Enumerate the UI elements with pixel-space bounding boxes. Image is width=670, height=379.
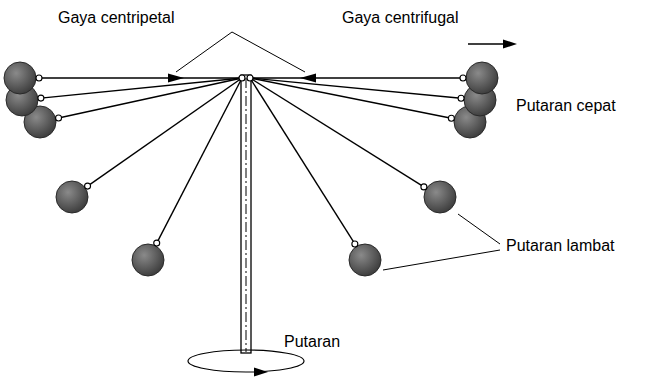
hinge: [56, 115, 62, 121]
arm: [250, 78, 424, 187]
arm: [250, 77, 463, 78]
hinge: [448, 115, 454, 121]
leader-line: [383, 250, 500, 270]
flyweight-ball: [132, 244, 164, 276]
arm: [41, 78, 242, 98]
rotation-label: Putaran: [284, 332, 340, 351]
hinge: [85, 183, 91, 189]
arm: [39, 77, 242, 78]
force-label: Gaya centrifugal: [342, 8, 459, 27]
speed-label: Putaran lambat: [506, 236, 615, 255]
centripetal-arrow: [168, 74, 184, 83]
flyweight-ball: [466, 62, 498, 94]
arm: [250, 78, 355, 244]
hinge: [458, 95, 464, 101]
shaft: [241, 75, 251, 353]
arm: [250, 78, 461, 98]
flyweight-ball: [56, 181, 88, 213]
arm: [250, 78, 451, 118]
hinge: [38, 95, 44, 101]
force-label: Gaya centripetal: [58, 8, 175, 27]
pivot: [247, 75, 253, 81]
pivot: [239, 75, 245, 81]
speed-label: Putaran cepat: [516, 96, 616, 115]
leader-line: [458, 214, 500, 244]
arm: [157, 78, 242, 243]
balls: [4, 62, 498, 276]
hinge: [352, 241, 358, 247]
flyweight-ball: [424, 181, 456, 213]
hinge: [36, 75, 42, 81]
centrifugal-arrowhead: [503, 40, 517, 49]
hinge: [154, 240, 160, 246]
flyweight-ball: [4, 62, 36, 94]
centrifugal-arrow: [468, 43, 505, 44]
arm: [59, 78, 242, 118]
center-line: [246, 78, 247, 352]
rotation-ellipse: [188, 350, 304, 372]
leader-line: [176, 32, 305, 72]
rotation-arrowhead: [254, 368, 268, 377]
centripetal-arrow: [300, 74, 316, 83]
hinge: [460, 75, 466, 81]
hinge: [421, 184, 427, 190]
flyweight-ball: [349, 244, 381, 276]
